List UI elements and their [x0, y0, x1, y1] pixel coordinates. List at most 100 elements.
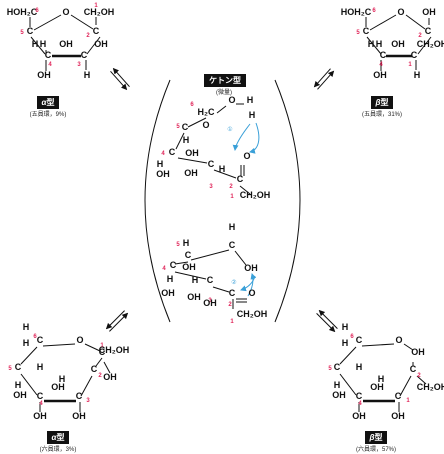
- atom-label: H: [342, 338, 349, 348]
- atom-label: C: [229, 240, 236, 250]
- atom-label: CH₂OH: [417, 39, 444, 49]
- carbon-number: 4: [48, 62, 52, 68]
- atom-label: OH: [391, 411, 405, 421]
- bond: [212, 286, 230, 293]
- atom-label: OH: [72, 411, 86, 421]
- atom-label: H: [23, 322, 30, 332]
- alpha-furanose-note: (五員環，9%): [29, 112, 67, 118]
- bond: [20, 346, 38, 365]
- atom-label: C: [27, 26, 34, 36]
- atom-label: H: [167, 274, 174, 284]
- atom-label: CH₂OH: [417, 382, 444, 392]
- bond: [33, 14, 62, 31]
- bond: [84, 343, 101, 352]
- atom-label: OH: [161, 288, 175, 298]
- atom-label: C: [45, 50, 52, 60]
- carbon-number: 1: [230, 194, 234, 200]
- alpha-pyranose-c1-group: CH₂OH: [99, 345, 130, 355]
- bond: [70, 14, 94, 30]
- atom-label: H: [219, 164, 226, 174]
- atom-label: H: [414, 70, 421, 80]
- equilibrium-arrow-top-right-reverse: [317, 70, 335, 90]
- atom-label: OH: [33, 411, 47, 421]
- carbon-number: 1: [100, 343, 104, 349]
- atom-label: C: [185, 250, 192, 260]
- atom-label: H: [15, 380, 22, 390]
- atom-label: OH: [391, 39, 405, 49]
- equilibrium-arrow-top-right-forward: [313, 68, 331, 88]
- atom-label: O: [248, 288, 255, 298]
- carbon-number: 5: [176, 242, 180, 248]
- carbon-number: 2: [418, 33, 422, 39]
- carbon-number: 3: [77, 62, 81, 68]
- atom-label: H: [376, 39, 383, 49]
- atom-label: H: [342, 322, 349, 332]
- atom-label: C: [76, 391, 83, 401]
- atom-label: H: [249, 110, 256, 120]
- atom-label: H: [183, 238, 190, 248]
- carbon-number: 1: [408, 62, 412, 68]
- carbon-number: 6: [372, 8, 376, 14]
- atom-label: OH: [332, 390, 346, 400]
- bond: [42, 343, 76, 347]
- bond: [216, 105, 227, 114]
- keto-form-badge: ケトン型: [204, 74, 246, 87]
- carbon-number: 2: [86, 33, 90, 39]
- alpha-furanose-ring-oxygen: O: [62, 7, 69, 17]
- atom-label: H: [59, 374, 66, 384]
- atom-label: H: [157, 159, 164, 169]
- atom-label: C: [237, 174, 244, 184]
- atom-label: C: [99, 347, 106, 357]
- carbon-number: 5: [328, 366, 332, 372]
- carbon-number: 3: [208, 298, 212, 304]
- bond: [361, 343, 395, 347]
- carbon-number: 2: [228, 302, 232, 308]
- carbon-number: 4: [39, 401, 43, 407]
- right-bracket: [274, 79, 301, 323]
- atom-label: C: [207, 275, 214, 285]
- atom-label: H: [84, 70, 91, 80]
- equilibrium-arrow-bottom-right-forward: [316, 313, 336, 333]
- atom-label: H: [37, 362, 44, 372]
- bond: [20, 373, 38, 396]
- carbon-number: 3: [209, 184, 213, 190]
- beta-pyranose-note: (六員環，57%): [356, 447, 397, 453]
- alpha-furanose-badge: α型: [36, 96, 60, 109]
- left-bracket: [144, 79, 171, 323]
- atom-label: CH₂OH: [240, 190, 271, 200]
- bond: [416, 375, 427, 385]
- alpha-furanose-c6-group: HOH₂C: [7, 7, 38, 17]
- bond: [417, 36, 432, 55]
- bond: [234, 250, 247, 266]
- carbon-number: 5: [356, 30, 360, 36]
- atom-label: H: [192, 275, 199, 285]
- atom-label: OH: [244, 263, 258, 273]
- atom-label: OH: [182, 262, 196, 272]
- carbon-number: 6: [190, 102, 194, 108]
- atom-label: H: [368, 39, 375, 49]
- carbon-number: 4: [358, 401, 362, 407]
- keto-c6-group: H₂C: [198, 107, 215, 117]
- beta-furanose-caption: β型 (五員環，31%): [362, 92, 402, 119]
- keto-form-note: (微量): [216, 90, 232, 96]
- atom-label: C: [395, 391, 402, 401]
- bond: [175, 132, 185, 150]
- atom-label: C: [91, 364, 98, 374]
- atom-label: CH₂OH: [237, 309, 268, 319]
- beta-furanose-badge: β型: [370, 96, 394, 109]
- atom-label: C: [363, 26, 370, 36]
- equilibrium-arrow-top-left-reverse: [112, 67, 130, 88]
- atom-label: H: [40, 39, 47, 49]
- bond: [213, 169, 237, 179]
- bond: [174, 261, 189, 265]
- atom-label: OH: [13, 390, 27, 400]
- beta-pyranose-badge: β型: [364, 431, 388, 444]
- atom-label: C: [93, 26, 100, 36]
- atom-label: C: [229, 288, 236, 298]
- carbon-number: 4: [161, 151, 165, 157]
- bond: [239, 185, 251, 195]
- equilibrium-arrow-bottom-left-reverse: [109, 312, 129, 332]
- bond: [339, 373, 357, 396]
- bond: [369, 14, 397, 31]
